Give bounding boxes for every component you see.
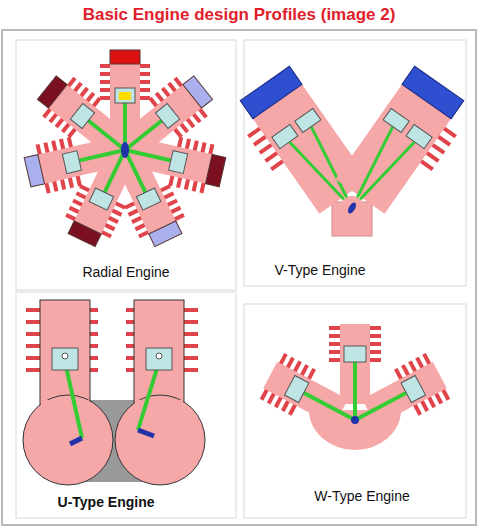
- page-title: Basic Engine design Profiles (image 2): [83, 5, 396, 25]
- engine-caption: W-Type Engine: [314, 488, 409, 504]
- engine-caption: Radial Engine: [82, 264, 169, 280]
- engine-caption: U-Type Engine: [58, 494, 155, 510]
- engine-caption: V-Type Engine: [274, 262, 365, 278]
